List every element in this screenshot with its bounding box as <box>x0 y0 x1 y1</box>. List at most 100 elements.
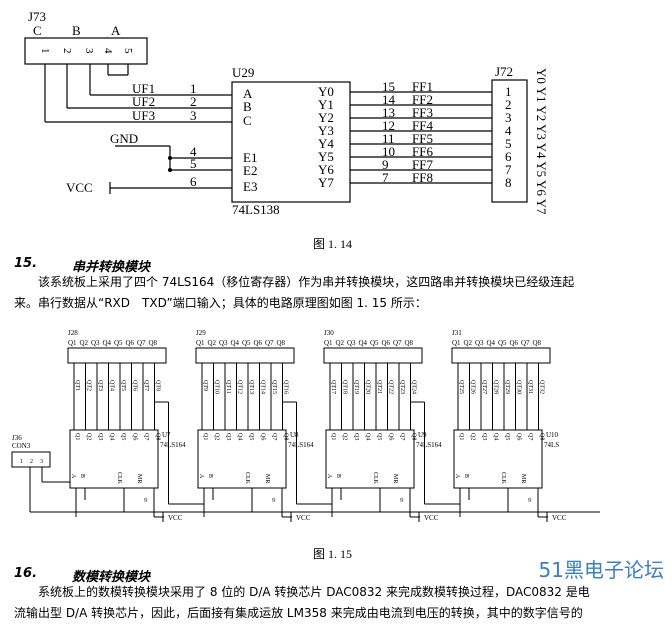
u29-out-pin-2: 13 <box>382 105 395 120</box>
chip-q-pin: Q2 <box>214 433 220 440</box>
u29-out-y0: Y0 <box>318 84 334 99</box>
q-net-label: QT27 <box>481 380 487 394</box>
header-q-label: Q1 <box>452 339 461 347</box>
header-q-label: Q8 <box>533 339 542 347</box>
header-ref-3: J31 <box>452 329 462 337</box>
chip-pin-b: B <box>79 474 85 478</box>
chip-box-3 <box>453 429 543 489</box>
header-q-label: Q8 <box>277 339 286 347</box>
u29-in-e2: E2 <box>243 163 257 178</box>
u29-out-pin-3: 12 <box>382 118 395 133</box>
chip-q-pin: Q6 <box>132 433 138 440</box>
header-q-label: Q1 <box>68 339 77 347</box>
u29-in-b: B <box>243 99 252 114</box>
header-q-label: Q6 <box>382 339 391 347</box>
j73-letter-a: A <box>111 23 121 38</box>
u29-out-y4: Y4 <box>318 136 334 151</box>
net-ff4: FF4 <box>412 118 433 133</box>
chip-pin-mr: MR <box>264 474 270 483</box>
u29-in-e1: E1 <box>243 150 257 165</box>
chip-q-pin: Q5 <box>504 433 510 440</box>
chip-q-pin: Q1 <box>330 433 336 440</box>
chip-pin-b: B <box>335 474 341 478</box>
chip-ref-2: U9 <box>418 431 427 439</box>
q-net-label: QT29 <box>504 380 510 394</box>
j73-pin-1: 1 <box>39 48 51 54</box>
q-net-label: QT7 <box>143 380 149 391</box>
q-net-label: QT6 <box>132 380 138 391</box>
header-q-label: Q5 <box>498 339 507 347</box>
u29-out-y3: Y3 <box>318 123 334 138</box>
con3-pin: 2 <box>30 459 33 465</box>
chip-q-pin: Q7 <box>399 433 405 440</box>
chip-q-pin: Q8 <box>283 433 289 440</box>
u29-out-pin-5: 10 <box>382 144 395 159</box>
chip-pin-clk: CLK <box>116 472 122 485</box>
chip-mr-pin-num: 9 <box>400 498 403 504</box>
j73-ref: J73 <box>28 9 46 24</box>
chip-q-pin: Q6 <box>516 433 522 440</box>
header-q-label: Q6 <box>254 339 263 347</box>
net-ff6: FF6 <box>412 144 433 159</box>
caption-fig-1-14: 图 1. 14 <box>313 237 353 251</box>
u29-in-a: A <box>243 86 253 101</box>
chip-vcc-label: VCC <box>424 514 439 522</box>
chip-part-2: 74LS164 <box>416 441 442 449</box>
q-net-label: QT21 <box>376 380 382 394</box>
section-16-number: 16. <box>14 566 38 581</box>
header-q-label: Q7 <box>521 339 530 347</box>
q-net-label: QT3 <box>97 380 103 391</box>
header-q-label: Q3 <box>219 339 228 347</box>
net-ff5: FF5 <box>412 131 433 146</box>
u29-out-pin-7: 7 <box>382 170 389 185</box>
header-ref-1: J29 <box>196 329 206 337</box>
chip-q-pin: Q7 <box>271 433 277 440</box>
section-15-line-1: 该系统板上采用了四个 74LS164（移位寄存器）作为串并转换模块，这四路串并转… <box>38 275 575 289</box>
chip-box-2 <box>325 429 415 489</box>
q-net-label: QT22 <box>388 380 394 394</box>
chip-q-pin: Q2 <box>470 433 476 440</box>
header-ref-2: J30 <box>324 329 334 337</box>
q-net-label: QT17 <box>330 380 336 394</box>
q-net-label: QT13 <box>248 380 254 394</box>
header-box-3 <box>451 347 551 364</box>
chip-mr-pin-num: 9 <box>528 498 531 504</box>
header-q-label: Q2 <box>80 339 89 347</box>
j73-pin-4: 4 <box>102 48 114 54</box>
chip-pin-clk: CLK <box>372 472 378 485</box>
q-net-label: QT24 <box>411 380 417 394</box>
u29-part: 74LS138 <box>232 202 280 217</box>
header-q-label: Q5 <box>114 339 123 347</box>
header-q-label: Q3 <box>475 339 484 347</box>
header-q-label: Q1 <box>196 339 205 347</box>
chip-pin-b: B <box>463 474 469 478</box>
section-16-title: 数模转换模块 <box>72 570 151 585</box>
u29-pin-6: 6 <box>190 174 197 189</box>
chip-pin-mr: MR <box>136 474 142 483</box>
q-net-label: QT9 <box>202 380 208 391</box>
j73-pin-3: 3 <box>83 48 95 54</box>
header-q-label: Q7 <box>137 339 146 347</box>
chip-q-pin: Q4 <box>365 433 371 440</box>
con3-pin: 1 <box>20 459 23 465</box>
chip-q-pin: Q3 <box>225 433 231 440</box>
q-net-label: QT25 <box>458 380 464 394</box>
header-q-label: Q3 <box>91 339 100 347</box>
section-15-number: 15. <box>14 256 38 271</box>
header-box-2 <box>323 347 423 364</box>
q-net-label: QT10 <box>214 380 220 394</box>
q-net-label: QT31 <box>527 380 533 394</box>
header-q-label: Q4 <box>103 339 112 347</box>
net-uf2: UF2 <box>132 94 155 109</box>
header-q-label: Q7 <box>265 339 274 347</box>
chip-ref-3: U10 <box>546 431 559 439</box>
chip-vcc-label: VCC <box>296 514 311 522</box>
net-ff2: FF2 <box>412 92 433 107</box>
j72-pin-4: 4 <box>505 123 512 138</box>
j72-pin-3: 3 <box>505 110 512 125</box>
u29-out-pin-1: 14 <box>382 92 396 107</box>
q-net-label: QT1 <box>74 380 80 391</box>
q-net-label: QT30 <box>516 380 522 394</box>
q-net-label: QT2 <box>86 380 92 391</box>
